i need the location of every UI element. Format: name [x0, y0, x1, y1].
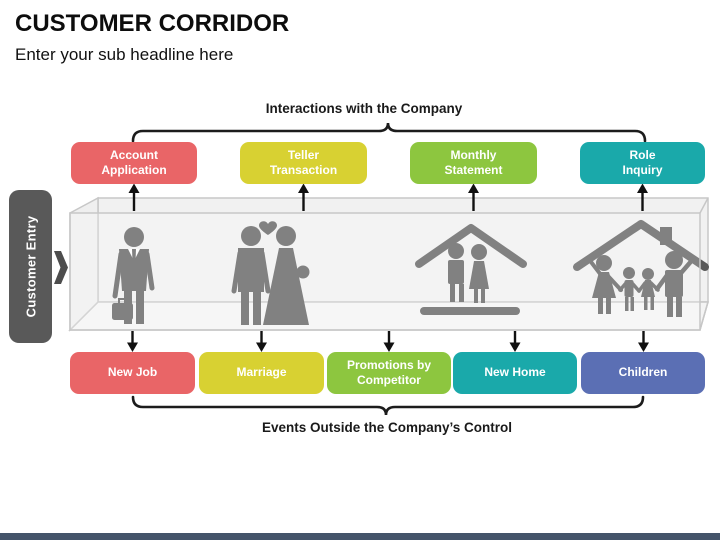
entry-arrow-icon — [54, 251, 68, 284]
box-children: Children — [581, 352, 705, 394]
wedding-couple-icon — [231, 221, 310, 325]
box-role-inquiry: Role Inquiry — [580, 142, 705, 184]
down-arrow-icon — [256, 331, 267, 352]
bottom-brace-icon — [131, 395, 645, 416]
page-subtitle: Enter your sub headline here — [15, 45, 234, 64]
up-arrows — [128, 183, 648, 211]
down-arrows — [127, 331, 649, 352]
couple-under-roof-icon — [415, 224, 527, 315]
family-with-children-icon — [573, 220, 709, 317]
footer-bar — [0, 533, 720, 540]
down-arrow-icon — [509, 331, 521, 352]
down-arrow-icon — [127, 331, 138, 352]
down-arrow-icon — [638, 331, 649, 352]
box-promotions-by-competitor: Promotions by Competitor — [327, 352, 451, 394]
up-arrow-icon — [298, 183, 309, 211]
customer-entry-box: Customer Entry — [9, 190, 52, 343]
corridor-front-glass — [69, 197, 709, 331]
top-bracket-label: Interactions with the Company — [265, 101, 463, 116]
up-arrow-icon — [128, 183, 140, 211]
customer-entry-label: Customer Entry — [23, 215, 39, 318]
box-account-application: Account Application — [71, 142, 197, 184]
top-brace-icon — [131, 122, 647, 143]
box-new-home: New Home — [453, 352, 577, 394]
bottom-bracket-label: Events Outside the Company’s Control — [261, 420, 513, 435]
down-arrow-icon — [383, 331, 395, 352]
box-marriage: Marriage — [199, 352, 324, 394]
up-arrow-icon — [468, 183, 479, 211]
box-new-job: New Job — [70, 352, 195, 394]
box-monthly-statement: Monthly Statement — [410, 142, 537, 184]
page-title: CUSTOMER CORRIDOR — [15, 10, 290, 37]
up-arrow-icon — [637, 183, 648, 211]
businessman-icon — [112, 227, 155, 324]
box-teller-transaction: Teller Transaction — [240, 142, 367, 184]
